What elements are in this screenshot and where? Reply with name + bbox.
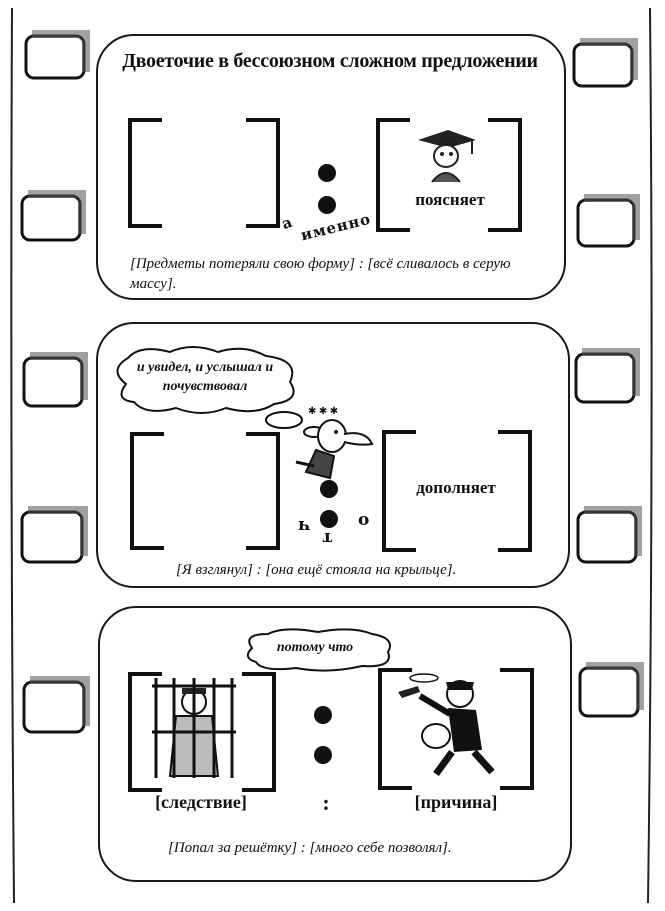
thought-cloud-text: и увидел, и услышал и почувствовал	[136, 360, 274, 394]
right-bracket	[500, 668, 534, 790]
right-bracket	[246, 118, 280, 228]
colon-dot-bottom	[314, 746, 332, 764]
effect-label: [следствие]	[155, 792, 247, 812]
conjunction-letter-ch: ч	[298, 516, 311, 536]
colon-dot-top	[314, 706, 332, 724]
speech-cloud-icon	[246, 628, 391, 672]
function-label-explains: поясняет	[415, 190, 485, 209]
right-bracket	[246, 432, 280, 550]
left-bracket	[130, 432, 164, 550]
right-bracket	[498, 430, 532, 552]
example-sentence: [Попал за решётку] : [много себе позволя…	[168, 840, 452, 856]
example-sentence: [Предметы потеряли свою форму] : [всё сл…	[130, 256, 511, 292]
left-bracket	[376, 118, 410, 232]
left-bracket	[128, 118, 162, 228]
robber-icon	[398, 673, 495, 777]
thought-cloud-icon	[116, 346, 295, 414]
colon-dot-bottom	[320, 510, 338, 528]
prisoner-icon	[152, 678, 236, 778]
colon-symbol: :	[322, 790, 330, 815]
thinking-man-icon: ✱ ✱ ✱	[295, 406, 374, 480]
colon-dot-bottom	[318, 196, 336, 214]
example-sentence: [Я взглянул] : [она ещё стояла на крыльц…	[176, 562, 457, 578]
graduate-icon	[418, 130, 476, 183]
svg-text:✱ ✱ ✱: ✱ ✱ ✱	[308, 406, 338, 417]
conjunction-letter-t: т	[322, 528, 333, 548]
film-sprocket-holes-left	[20, 34, 86, 734]
speech-cloud-text: потому что	[276, 640, 354, 655]
page-title: Двоеточие в бессоюзном сложном предложен…	[122, 50, 538, 72]
right-bracket	[488, 118, 522, 232]
function-label-complements: дополняет	[416, 478, 496, 497]
right-bracket	[242, 672, 276, 792]
left-bracket	[378, 668, 412, 790]
film-sprocket-holes-right	[572, 42, 640, 718]
conjunction-letter-o: о	[358, 510, 370, 530]
colon-dot-top	[318, 164, 336, 182]
left-bracket	[128, 672, 162, 792]
colon-dot-top	[320, 480, 338, 498]
left-bracket	[382, 430, 416, 552]
cause-label: [причина]	[414, 792, 498, 812]
